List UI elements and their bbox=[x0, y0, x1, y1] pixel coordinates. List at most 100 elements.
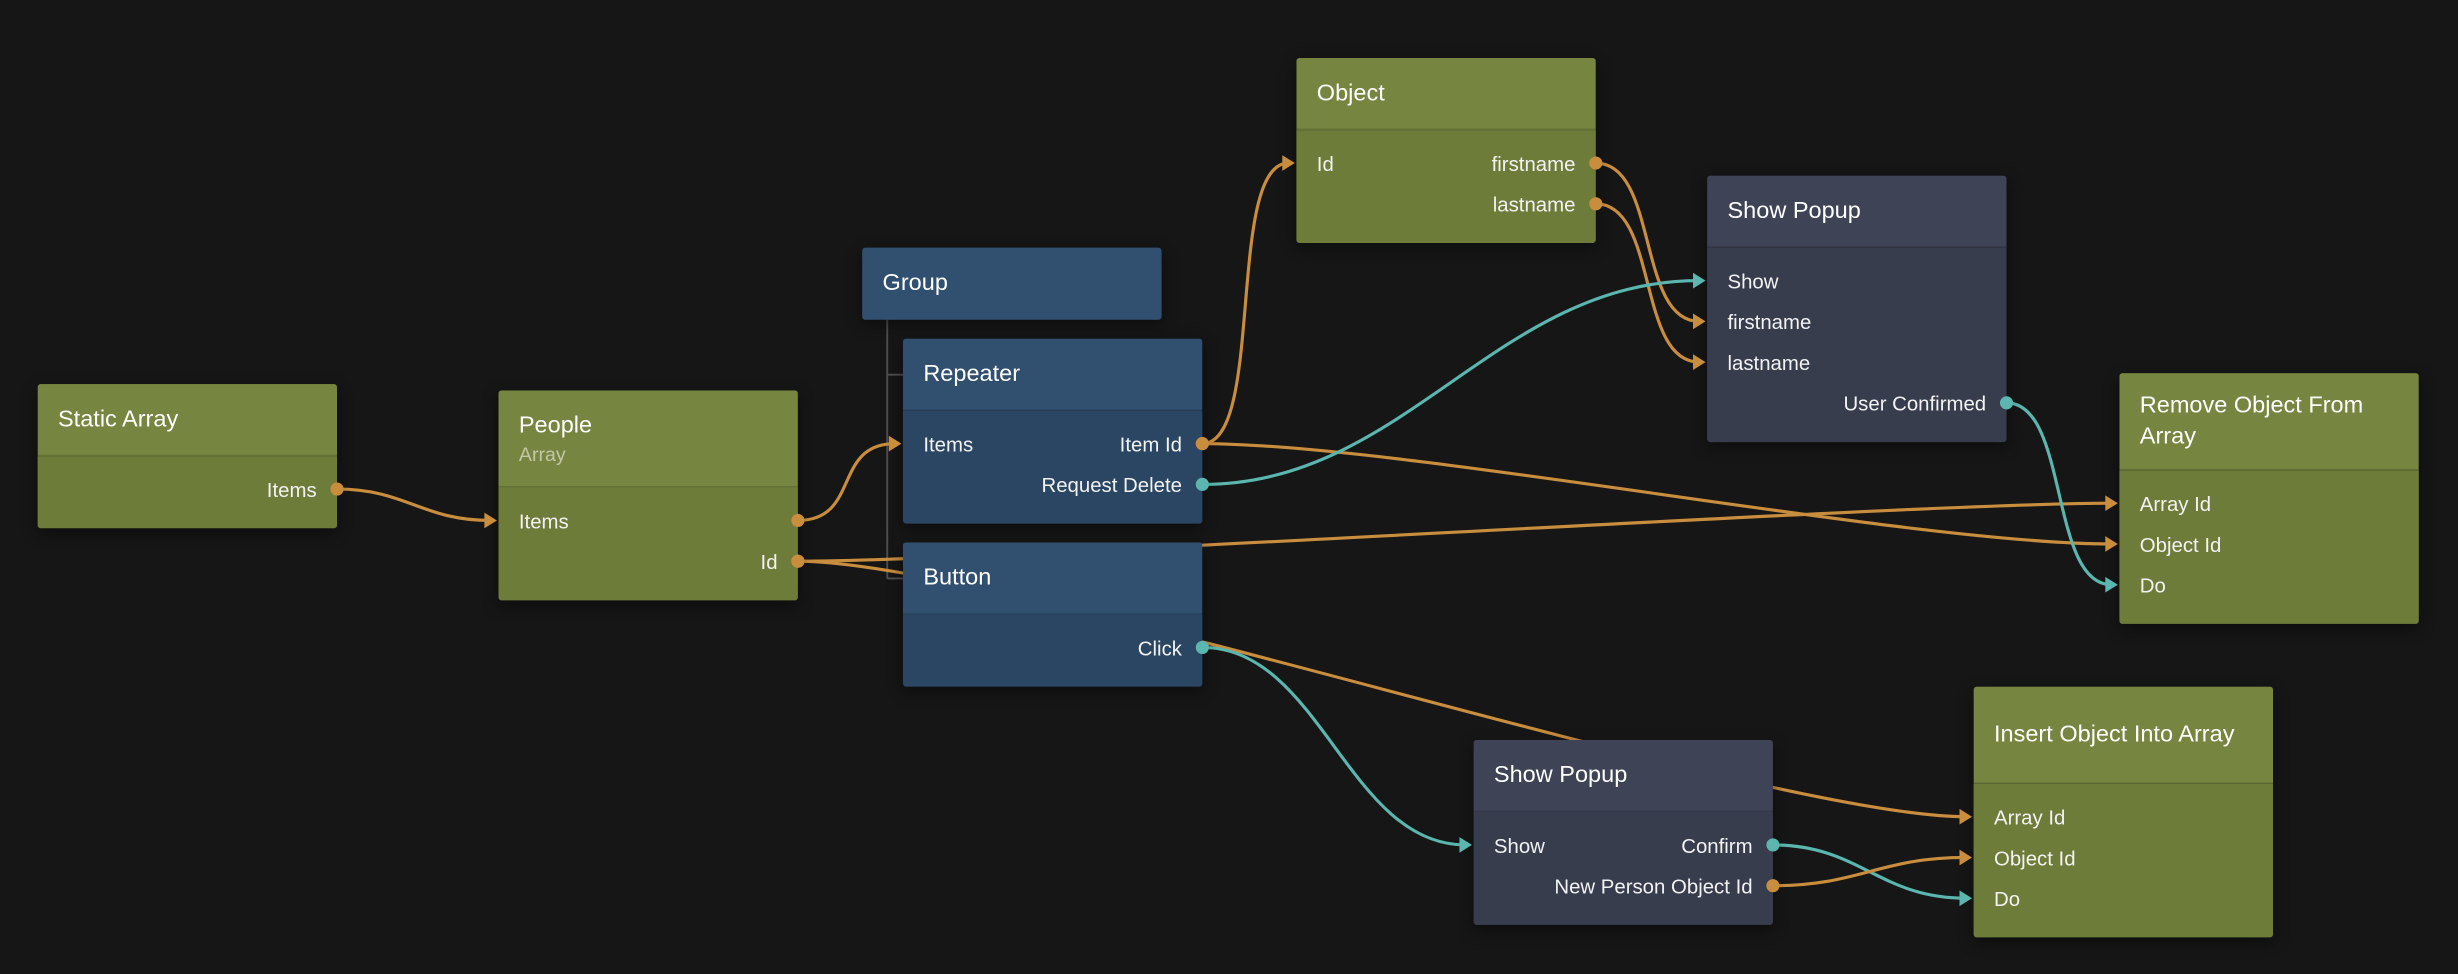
input-port-label-show[interactable]: Show bbox=[1727, 268, 1779, 293]
output-port-label-user-confirmed[interactable]: User Confirmed bbox=[1843, 391, 1987, 415]
input-port-arrow-lastname[interactable] bbox=[1693, 354, 1706, 370]
output-port-label-new-person-object-id[interactable]: New Person Object Id bbox=[1554, 873, 1753, 898]
edge-people-items-to-repeater-items[interactable] bbox=[796, 442, 897, 523]
output-port-dot-click[interactable] bbox=[1195, 640, 1209, 655]
input-port-label-firstname[interactable]: firstname bbox=[1727, 309, 1812, 334]
edge-static-array-items-to-people-items[interactable] bbox=[335, 487, 493, 523]
output-port-dot-item-id[interactable] bbox=[1195, 437, 1209, 451]
edge-object-firstname-to-show-popup-1-firstname[interactable] bbox=[1594, 161, 1701, 323]
output-port-dot-lastname[interactable] bbox=[1589, 197, 1603, 211]
output-port-dot-items[interactable] bbox=[330, 482, 344, 496]
node-header: Object bbox=[1296, 58, 1596, 131]
edge-show-popup-2-new-person-object-id-to-insert-object-object-id[interactable] bbox=[1771, 855, 1968, 888]
port-row: Object Id bbox=[1974, 837, 2273, 878]
edge-button-click-to-show-popup-2-show[interactable] bbox=[1200, 645, 1468, 847]
input-port-label-object-id[interactable]: Object Id bbox=[1993, 845, 2076, 870]
output-port-dot-new-person-object-id[interactable] bbox=[1766, 879, 1780, 893]
port-row: Array Id bbox=[1974, 796, 2273, 837]
input-port-arrow-do[interactable] bbox=[1959, 890, 1973, 907]
node-body: Id firstname lastname bbox=[1296, 130, 1596, 243]
port-row: Click bbox=[903, 627, 1202, 668]
input-port-arrow-array-id[interactable] bbox=[1959, 808, 1973, 825]
input-port-label-items[interactable]: Items bbox=[923, 431, 974, 456]
output-port-label-lastname[interactable]: lastname bbox=[1492, 192, 1576, 216]
input-port-arrow-items[interactable] bbox=[888, 435, 902, 452]
port-row: Items Item Id bbox=[903, 423, 1202, 464]
input-port-arrow-id[interactable] bbox=[1282, 155, 1295, 171]
input-port-label-do[interactable]: Do bbox=[1993, 886, 2021, 910]
output-port-label-confirm[interactable]: Confirm bbox=[1681, 833, 1753, 857]
node-title: Show Popup bbox=[1493, 761, 1628, 789]
input-port-label-array-id[interactable]: Array Id bbox=[2139, 491, 2212, 515]
input-port-label-do[interactable]: Do bbox=[2139, 572, 2166, 597]
port-row: lastname bbox=[1296, 183, 1595, 224]
output-port-label-id[interactable]: Id bbox=[760, 549, 778, 573]
edge-repeater-item-id-to-remove-object-object-id[interactable] bbox=[1200, 442, 2114, 546]
node-body: Array Id Object Id Do bbox=[1973, 783, 2274, 938]
output-port-dot-request-delete[interactable] bbox=[1195, 477, 1209, 491]
node-title: Group bbox=[882, 270, 948, 297]
output-port-dot-id[interactable] bbox=[791, 554, 805, 568]
port-row: Object Id bbox=[2119, 524, 2418, 565]
edge-repeater-item-id-to-object-id[interactable] bbox=[1200, 161, 1291, 446]
input-port-arrow-items[interactable] bbox=[484, 512, 497, 529]
output-port-dot-firstname[interactable] bbox=[1589, 156, 1603, 170]
input-port-label-show[interactable]: Show bbox=[1493, 833, 1545, 857]
output-port-label-item-id[interactable]: Item Id bbox=[1119, 431, 1182, 456]
node-title: Repeater bbox=[923, 360, 1021, 387]
node-title: Object bbox=[1316, 79, 1385, 107]
node-title: Button bbox=[923, 563, 992, 591]
port-row: Array Id bbox=[2119, 483, 2418, 524]
output-port-dot-items[interactable] bbox=[791, 513, 805, 528]
node-group[interactable]: Group bbox=[862, 247, 1162, 320]
node-body: Array Id Object Id Do bbox=[2119, 470, 2419, 624]
port-row: User Confirmed bbox=[1707, 382, 2006, 423]
edge-show-popup-1-user-confirmed-to-remove-object-do[interactable] bbox=[2004, 401, 2114, 587]
edge-repeater-request-delete-to-show-popup-1-show[interactable] bbox=[1200, 279, 1701, 486]
node-header: Button bbox=[902, 542, 1203, 615]
input-port-arrow-object-id[interactable] bbox=[2105, 536, 2118, 552]
input-port-arrow-object-id[interactable] bbox=[1959, 849, 1973, 866]
input-port-arrow-show[interactable] bbox=[1693, 272, 1706, 289]
node-body: Items bbox=[37, 456, 338, 529]
input-port-label-items[interactable]: Items bbox=[518, 508, 569, 533]
input-port-arrow-firstname[interactable] bbox=[1693, 313, 1706, 330]
output-port-label-items[interactable]: Items bbox=[266, 477, 317, 501]
node-body: Click bbox=[902, 614, 1203, 687]
node-title: People bbox=[518, 412, 593, 440]
input-port-label-id[interactable]: Id bbox=[1316, 151, 1334, 175]
output-port-label-firstname[interactable]: firstname bbox=[1491, 151, 1576, 175]
port-row: Items bbox=[498, 500, 797, 541]
input-port-arrow-show[interactable] bbox=[1459, 837, 1472, 853]
edge-object-lastname-to-show-popup-1-lastname[interactable] bbox=[1594, 202, 1701, 364]
node-header: Static Array bbox=[37, 384, 338, 457]
node-title: Show Popup bbox=[1727, 197, 1861, 224]
port-row: New Person Object Id bbox=[1474, 865, 1773, 906]
input-port-arrow-do[interactable] bbox=[2105, 576, 2118, 593]
port-row: Show Confirm bbox=[1474, 825, 1773, 866]
input-port-label-array-id[interactable]: Array Id bbox=[1993, 804, 2066, 829]
input-port-label-lastname[interactable]: lastname bbox=[1727, 350, 1811, 374]
input-port-label-object-id[interactable]: Object Id bbox=[2139, 532, 2222, 556]
output-port-label-click[interactable]: Click bbox=[1137, 635, 1182, 660]
port-row: Id firstname bbox=[1296, 143, 1595, 184]
output-port-dot-confirm[interactable] bbox=[1766, 838, 1780, 852]
output-port-label-request-delete[interactable]: Request Delete bbox=[1041, 472, 1182, 497]
output-port-dot-user-confirmed[interactable] bbox=[1999, 396, 2014, 410]
input-port-arrow-array-id[interactable] bbox=[2105, 495, 2118, 512]
group-children-connector bbox=[886, 319, 903, 580]
